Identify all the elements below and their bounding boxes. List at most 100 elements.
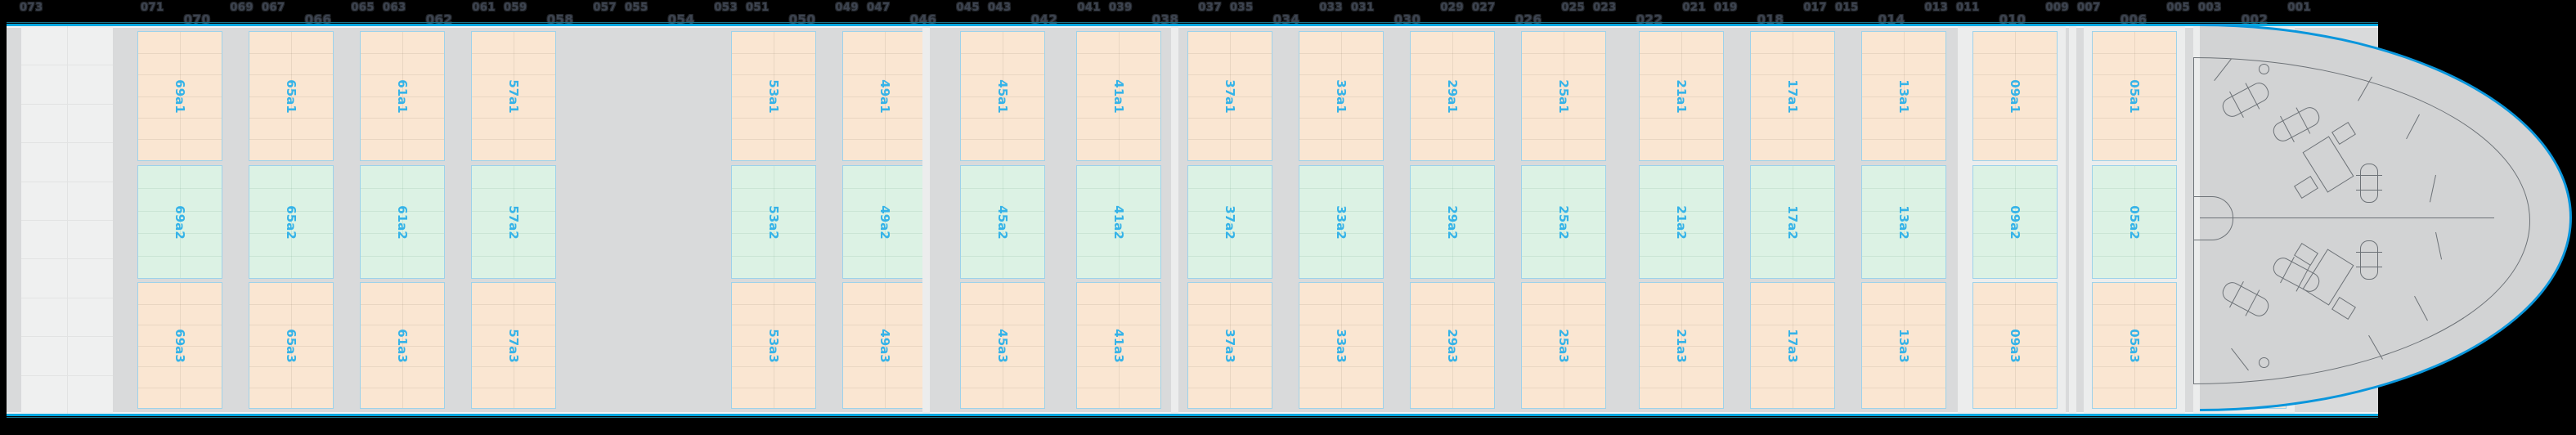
container-cell[interactable]: 57a3 [471, 282, 556, 409]
container-cell[interactable]: 33a3 [1299, 282, 1384, 409]
container-cell[interactable]: 21a3 [1639, 282, 1724, 409]
container-cell[interactable]: 17a1 [1750, 31, 1835, 161]
cell-label: 05a1 [2127, 78, 2142, 114]
container-cell[interactable]: 05a1 [2092, 31, 2177, 161]
container-cell[interactable]: 61a3 [360, 282, 445, 409]
container-cell[interactable]: 09a3 [1972, 282, 2058, 409]
container-cell[interactable]: 65a2 [249, 165, 334, 279]
container-cell[interactable]: 69a1 [137, 31, 222, 161]
cell-grid-line [138, 303, 222, 305]
cell-grid-line [1188, 255, 1272, 257]
bay-number-odd-left: 051 [746, 2, 770, 14]
container-cell[interactable]: 65a1 [249, 31, 334, 161]
container-cell[interactable]: 37a3 [1187, 282, 1272, 409]
container-cell[interactable]: 17a2 [1750, 165, 1835, 279]
container-cell[interactable]: 33a1 [1299, 31, 1384, 161]
container-cell[interactable]: 05a2 [2092, 165, 2177, 279]
cell-grid-line [1119, 32, 1120, 160]
cell-label: 41a1 [1111, 78, 1126, 114]
container-cell[interactable]: 49a3 [842, 282, 927, 409]
container-cell[interactable]: 29a2 [1410, 165, 1495, 279]
cell-grid-line [1751, 138, 1834, 140]
container-cell[interactable]: 45a3 [960, 282, 1045, 409]
cell-grid-line [2093, 303, 2176, 305]
container-cell[interactable]: 05a3 [2092, 282, 2177, 409]
cell-grid-line [1862, 210, 1945, 212]
cell-grid-line [885, 166, 886, 278]
container-cell[interactable]: 41a3 [1076, 282, 1161, 409]
cell-grid-line [1862, 303, 1945, 305]
container-cell[interactable]: 69a3 [137, 282, 222, 409]
container-cell[interactable]: 41a2 [1076, 165, 1161, 279]
bay-number-odd-right: 041 [1077, 2, 1101, 14]
empty-stack-ghost-stern[interactable] [21, 26, 113, 414]
container-cell[interactable]: 69a2 [137, 165, 222, 279]
bay-stack-61[interactable]: 61a1 61a2 61a3 [360, 26, 445, 414]
cell-grid-line [1751, 96, 1834, 97]
cell-grid-line [138, 53, 222, 55]
cell-grid-line [1452, 32, 1453, 160]
container-cell[interactable]: 13a1 [1861, 31, 1946, 161]
container-cell[interactable]: 13a3 [1861, 282, 1946, 409]
cell-grid-line [138, 210, 222, 212]
container-cell[interactable]: 09a2 [1972, 165, 2058, 279]
cell-grid-line [1188, 117, 1272, 119]
container-cell[interactable]: 33a2 [1299, 165, 1384, 279]
cell-grid-line [843, 255, 927, 257]
container-cell[interactable]: 45a2 [960, 165, 1045, 279]
container-cell[interactable]: 65a3 [249, 282, 334, 409]
container-cell[interactable]: 13a2 [1861, 165, 1946, 279]
container-cell[interactable]: 49a1 [842, 31, 927, 161]
container-cell[interactable]: 37a2 [1187, 165, 1272, 279]
bay-number-odd-right: 005 [2166, 2, 2190, 14]
cell-grid-line [472, 345, 555, 347]
rivet-icon [2259, 357, 2269, 368]
container-cell[interactable]: 53a2 [731, 165, 816, 279]
cell-grid-line [138, 74, 222, 76]
cell-grid-line [843, 188, 927, 190]
container-cell[interactable]: 17a3 [1750, 282, 1835, 409]
cell-grid-line [361, 188, 444, 190]
container-cell[interactable]: 53a1 [731, 31, 816, 161]
container-cell[interactable]: 29a1 [1410, 31, 1495, 161]
container-cell[interactable]: 61a1 [360, 31, 445, 161]
container-cell[interactable]: 25a2 [1521, 165, 1606, 279]
cell-grid-line [1077, 117, 1160, 119]
cell-grid-line [1862, 345, 1945, 347]
container-cell[interactable]: 25a1 [1521, 31, 1606, 161]
container-cell[interactable]: 57a2 [471, 165, 556, 279]
container-cell[interactable]: 21a1 [1639, 31, 1724, 161]
cell-label: 61a2 [395, 204, 410, 240]
container-cell[interactable]: 37a1 [1187, 31, 1272, 161]
container-cell[interactable]: 57a1 [471, 31, 556, 161]
container-cell[interactable]: 21a2 [1639, 165, 1724, 279]
container-cell[interactable]: 29a3 [1410, 282, 1495, 409]
container-cell[interactable]: 53a3 [731, 282, 816, 409]
container-cell[interactable]: 41a1 [1076, 31, 1161, 161]
container-cell[interactable]: 45a1 [960, 31, 1045, 161]
container-cell[interactable]: 61a2 [360, 165, 445, 279]
container-cell[interactable]: 25a3 [1521, 282, 1606, 409]
bay-number-odd-right: 057 [593, 2, 617, 14]
container-cell[interactable]: 09a1 [1972, 31, 2058, 161]
cell-grid-line [361, 117, 444, 119]
container-cell[interactable]: 49a2 [842, 165, 927, 279]
